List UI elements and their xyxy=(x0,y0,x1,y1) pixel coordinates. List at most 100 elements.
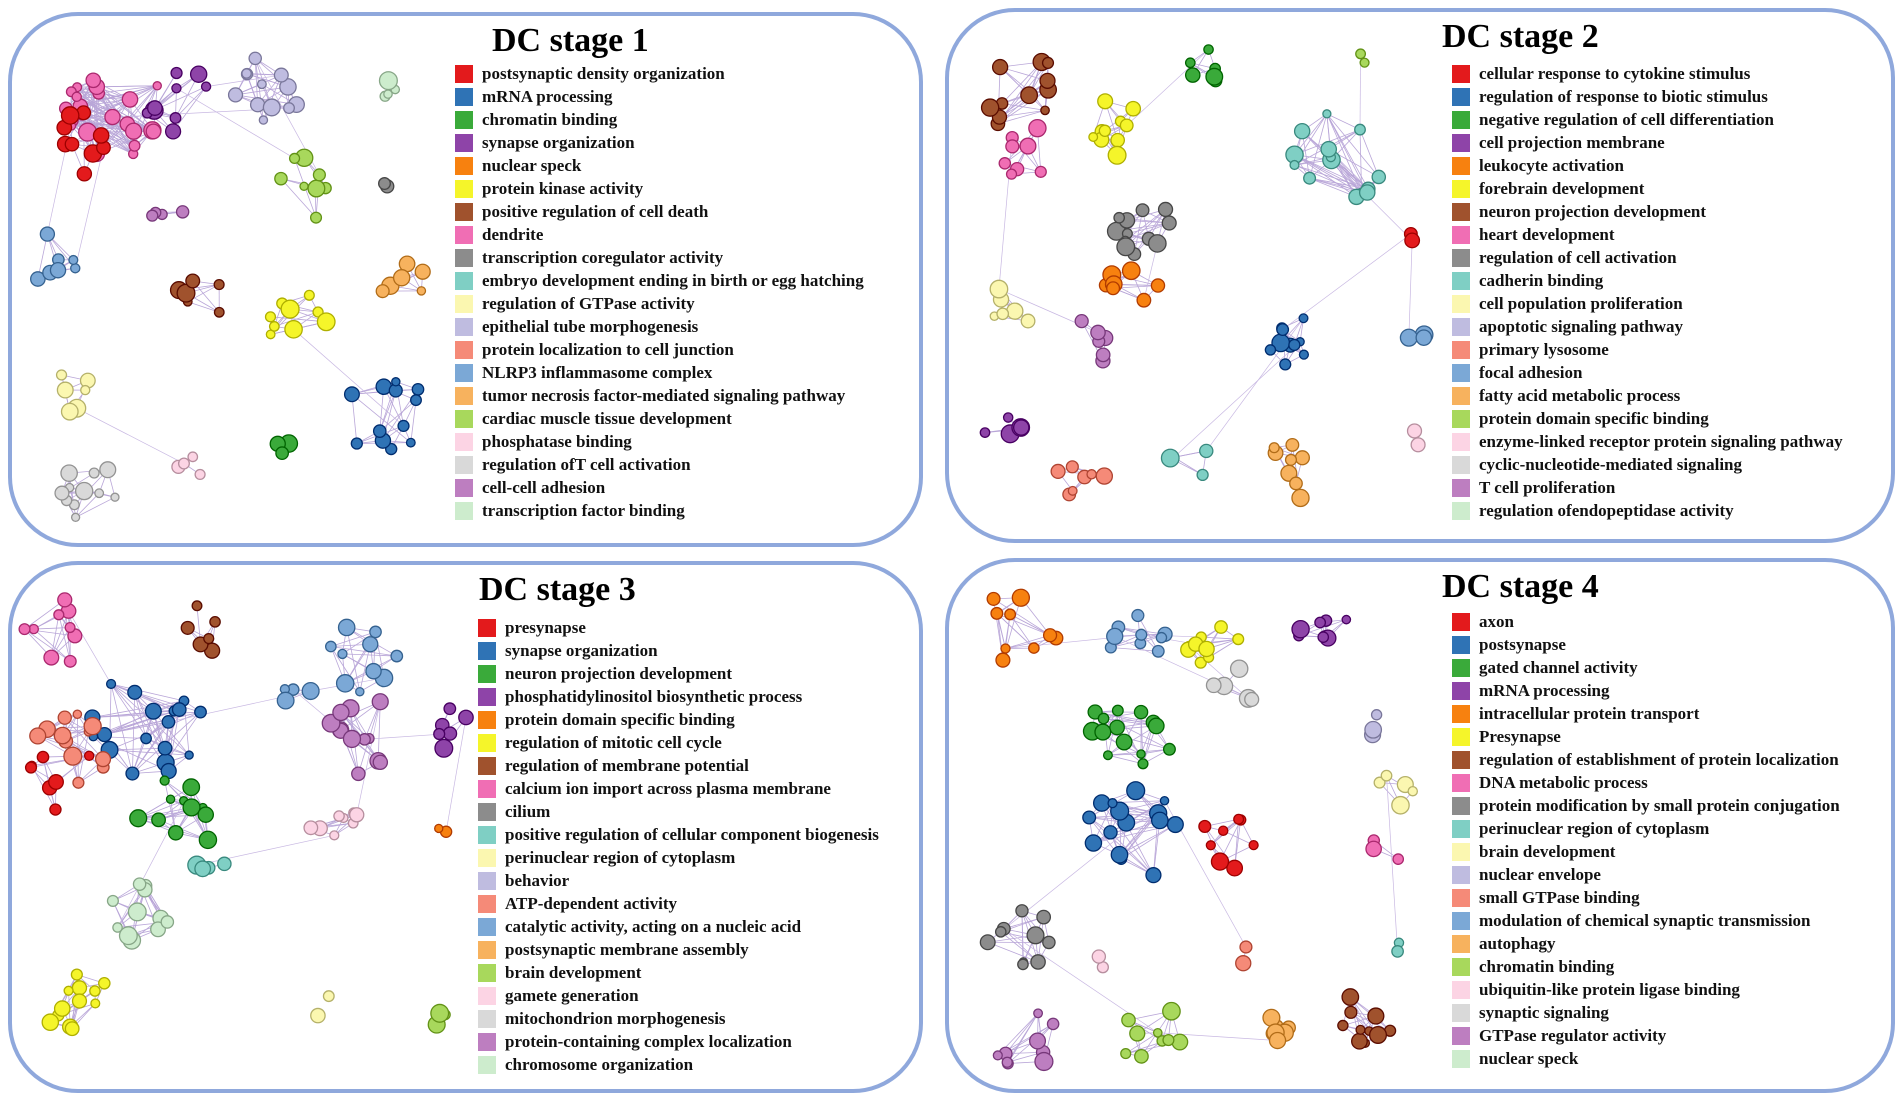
network-node xyxy=(209,616,221,628)
network-edge xyxy=(254,58,259,105)
legend-swatch xyxy=(1452,87,1470,106)
legend-label: synapse organization xyxy=(505,640,658,660)
network-node xyxy=(49,803,62,816)
legend-label: protein-containing complex localization xyxy=(505,1031,792,1051)
network-node xyxy=(1355,48,1367,60)
legend-swatch xyxy=(455,271,473,290)
legend-item: transcription factor binding xyxy=(455,499,864,522)
legend-item: synaptic signaling xyxy=(1452,1001,1840,1024)
network-node xyxy=(1391,795,1410,815)
legend-item: neuron projection development xyxy=(478,662,879,685)
legend-swatch xyxy=(478,917,496,936)
legend-label: DNA metabolic process xyxy=(1479,772,1648,792)
network-node xyxy=(1050,463,1066,479)
network-node xyxy=(1042,628,1058,643)
legend: presynapse synapse organization neuron p… xyxy=(478,616,879,1076)
legend-label: cell population proliferation xyxy=(1479,293,1683,313)
network-node xyxy=(979,427,991,438)
network-edge xyxy=(73,406,185,464)
legend-label: neuron projection development xyxy=(505,663,732,683)
legend-label: primary lysosome xyxy=(1479,339,1609,359)
network-node xyxy=(74,481,94,501)
legend-swatch xyxy=(1452,1003,1470,1022)
network-node xyxy=(1264,344,1277,356)
network-node xyxy=(60,106,80,125)
legend-swatch xyxy=(478,756,496,775)
network-node xyxy=(48,774,64,790)
legend-label: perinuclear region of cytoplasm xyxy=(505,847,736,867)
network-node xyxy=(53,726,72,745)
network-node xyxy=(980,98,1000,117)
network-edge xyxy=(75,496,116,518)
network-node xyxy=(194,860,212,878)
network-node xyxy=(986,591,1001,606)
legend-item: cardiac muscle tissue development xyxy=(455,407,864,430)
legend-swatch xyxy=(455,432,473,451)
network-node xyxy=(147,100,163,116)
network-node xyxy=(63,654,77,668)
network-edge xyxy=(993,598,1051,636)
network-node xyxy=(63,985,74,996)
network-node xyxy=(41,1013,60,1032)
network-edge xyxy=(379,390,397,432)
network-node xyxy=(1406,423,1423,439)
legend-swatch xyxy=(455,133,473,152)
network-node xyxy=(303,820,319,836)
network-node xyxy=(1232,633,1245,646)
legend-item: primary lysosome xyxy=(1452,338,1843,361)
network-node xyxy=(99,461,117,479)
legend-item: tumor necrosis factor-mediated signaling… xyxy=(455,384,864,407)
legend-swatch xyxy=(1452,501,1470,520)
network-node xyxy=(53,1000,71,1017)
network-node xyxy=(1210,852,1230,871)
network-node xyxy=(337,648,348,660)
network-node xyxy=(43,649,60,666)
network-node xyxy=(1120,1047,1132,1060)
network-node xyxy=(434,738,454,758)
legend-swatch xyxy=(478,733,496,752)
network-edge xyxy=(1021,910,1024,965)
legend-swatch xyxy=(1452,386,1470,405)
network-node xyxy=(189,65,208,83)
network-edge xyxy=(1009,614,1035,649)
network-node xyxy=(180,620,195,635)
network-node xyxy=(1364,720,1383,739)
legend-swatch xyxy=(455,110,473,129)
network-node xyxy=(371,693,389,711)
legend-label: cell projection membrane xyxy=(1479,132,1665,152)
network-node xyxy=(191,600,203,612)
legend-label: enzyme-linked receptor protein signaling… xyxy=(1479,431,1843,451)
network-edge xyxy=(1137,615,1159,652)
network-node xyxy=(83,750,95,762)
legend-item: phosphatidylinositol biosynthetic proces… xyxy=(478,685,879,708)
network-node xyxy=(55,369,68,381)
network-node xyxy=(1033,1008,1044,1019)
network-node xyxy=(63,746,83,766)
network-edge xyxy=(96,85,158,88)
legend-label: T cell proliferation xyxy=(1479,477,1616,497)
network-edge xyxy=(330,646,397,657)
network-edge xyxy=(330,646,361,692)
network-node xyxy=(1091,949,1107,964)
network-node xyxy=(1095,467,1114,485)
legend-swatch xyxy=(455,386,473,405)
legend-item: presynapse xyxy=(478,616,879,639)
network-node xyxy=(995,652,1011,668)
network-edge xyxy=(1294,154,1357,198)
network-edge xyxy=(379,399,417,432)
network-node xyxy=(57,592,73,608)
legend-swatch xyxy=(478,940,496,959)
network-node xyxy=(301,681,320,701)
network-edge xyxy=(127,85,158,125)
legend-swatch xyxy=(1452,1049,1470,1068)
network-node xyxy=(1320,140,1338,158)
network-node xyxy=(1088,132,1099,143)
network-node xyxy=(1293,122,1311,140)
network-node xyxy=(1041,56,1055,69)
legend-label: positive regulation of cellular componen… xyxy=(505,824,879,844)
network-edge xyxy=(1359,129,1380,178)
network-node xyxy=(1380,769,1393,782)
legend-item: T cell proliferation xyxy=(1452,476,1843,499)
network-node xyxy=(241,68,252,79)
network-node xyxy=(1205,67,1224,86)
